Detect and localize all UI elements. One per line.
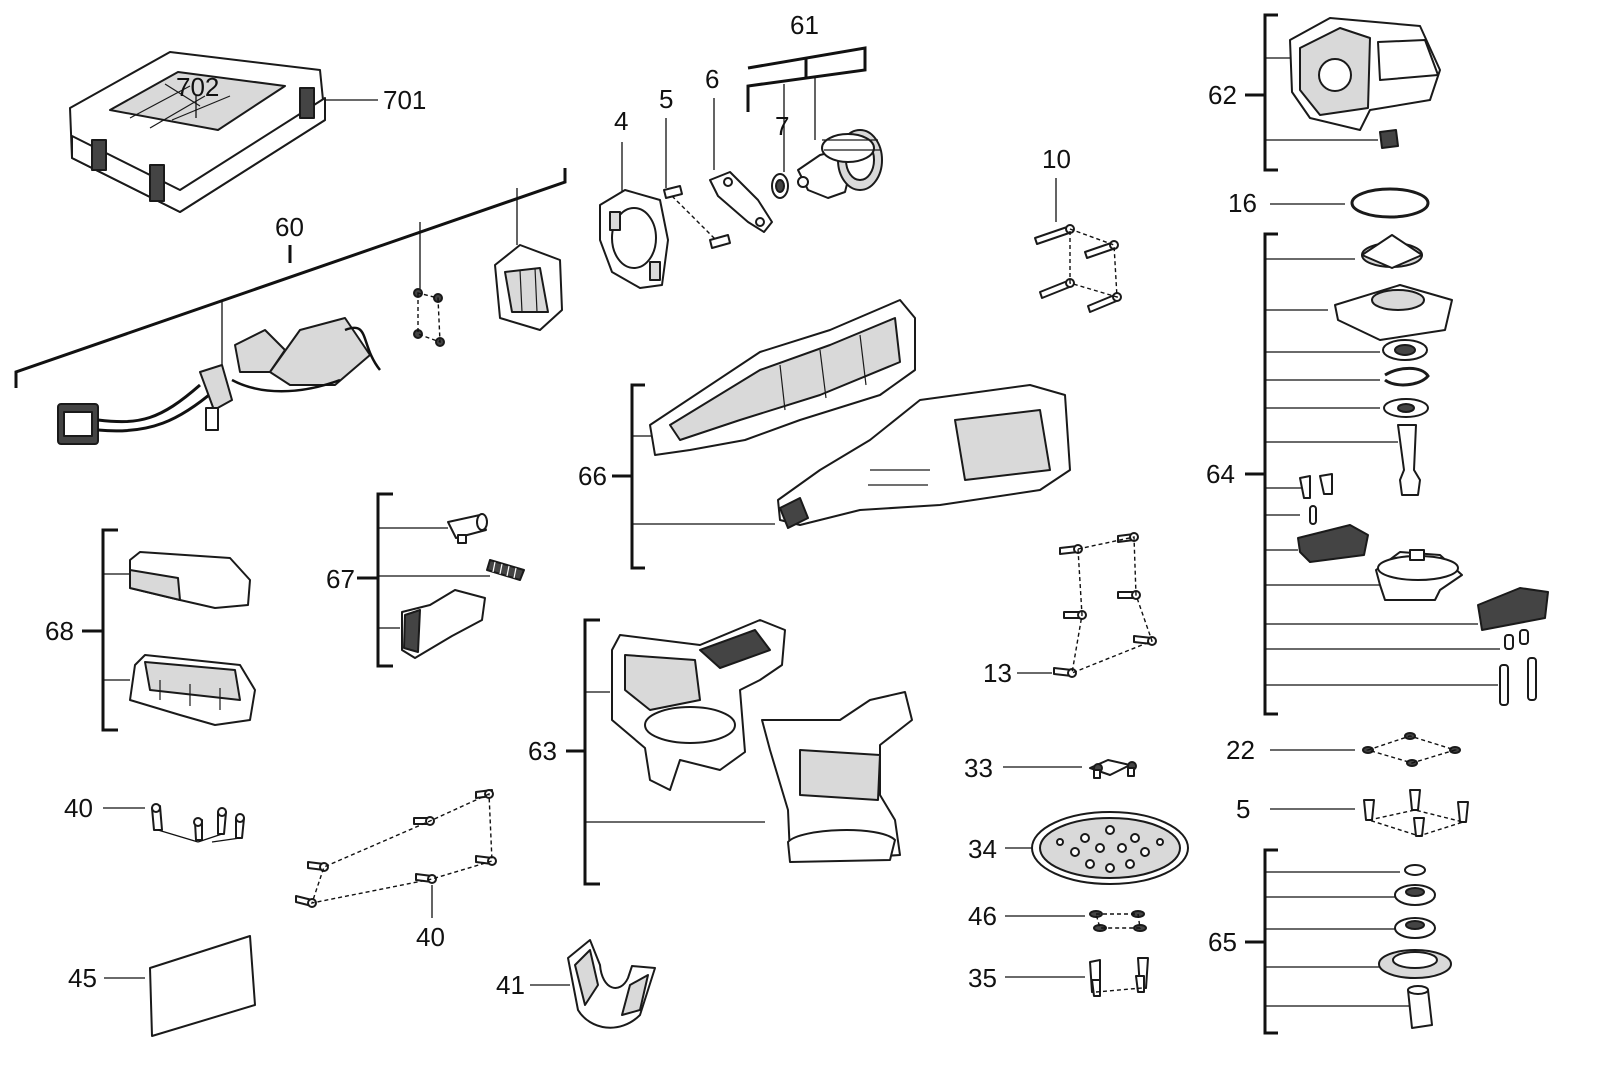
bearing-plate-part: [709, 171, 773, 233]
gear-housing-part: [1289, 17, 1441, 149]
screw-pair-top: [663, 185, 731, 249]
gear-shaft-assembly-61: [797, 129, 883, 199]
screw-set-part: [413, 288, 445, 347]
callout-16: 16: [1228, 188, 1257, 218]
wiring-harness-part: [57, 317, 381, 445]
callout-4: 4: [614, 106, 628, 136]
screw-set-13: [1053, 532, 1157, 678]
screw-set-5-right: [1363, 789, 1469, 837]
callout-41: 41: [496, 970, 525, 1000]
callout-35: 35: [968, 963, 997, 993]
spring-set-22: [1362, 732, 1461, 767]
screws-35: [1089, 957, 1149, 997]
ball-bearing-7: [771, 173, 789, 199]
callout-63: 63: [528, 736, 557, 766]
callout-7: 7: [775, 111, 789, 141]
housing-half-lower: [777, 384, 1071, 529]
callout-34: 34: [968, 834, 997, 864]
callout-5-right: 5: [1236, 794, 1250, 824]
screw-set-40-left: [151, 803, 245, 843]
callout-40-bottom: 40: [416, 922, 445, 952]
callout-5-top: 5: [659, 84, 673, 114]
callout-22: 22: [1226, 735, 1255, 765]
carry-case-part: [69, 51, 326, 213]
callout-62: 62: [1208, 80, 1237, 110]
screw-set-40-bottom: [295, 789, 497, 908]
retainer-33: [1089, 759, 1137, 779]
motor-housing-part: [494, 244, 563, 331]
housing-half-upper: [649, 299, 916, 456]
callout-68: 68: [45, 616, 74, 646]
callout-45: 45: [68, 963, 97, 993]
o-ring-16: [1350, 187, 1430, 219]
callout-67: 67: [326, 564, 355, 594]
bearing-set-65: [1378, 864, 1452, 1029]
callout-702: 702: [176, 72, 219, 102]
main-housing-63: [611, 619, 913, 863]
callout-46: 46: [968, 901, 997, 931]
callout-13: 13: [983, 658, 1012, 688]
label-sheet-45: [149, 935, 256, 1037]
dust-guard-41: [567, 939, 656, 1029]
leader-lines-65: [1265, 871, 1410, 1007]
callout-60: 60: [275, 212, 304, 242]
springs-46: [1089, 910, 1147, 932]
callout-10: 10: [1042, 144, 1071, 174]
spindle-assembly-parts: [1297, 234, 1549, 706]
callout-65: 65: [1208, 927, 1237, 957]
callout-64: 64: [1206, 459, 1235, 489]
sanding-pad-34: [1031, 811, 1189, 885]
screw-set-10: [1034, 224, 1122, 313]
callout-6: 6: [705, 64, 719, 94]
callout-701: 701: [383, 85, 426, 115]
switch-parts-67: [401, 513, 525, 659]
callout-66: 66: [578, 461, 607, 491]
bearing-flange-part: [599, 189, 669, 289]
callout-61: 61: [790, 10, 819, 40]
callout-33: 33: [964, 753, 993, 783]
callout-40-left: 40: [64, 793, 93, 823]
leader-lines-64: [1265, 258, 1500, 686]
battery-cover-68: [129, 551, 256, 726]
